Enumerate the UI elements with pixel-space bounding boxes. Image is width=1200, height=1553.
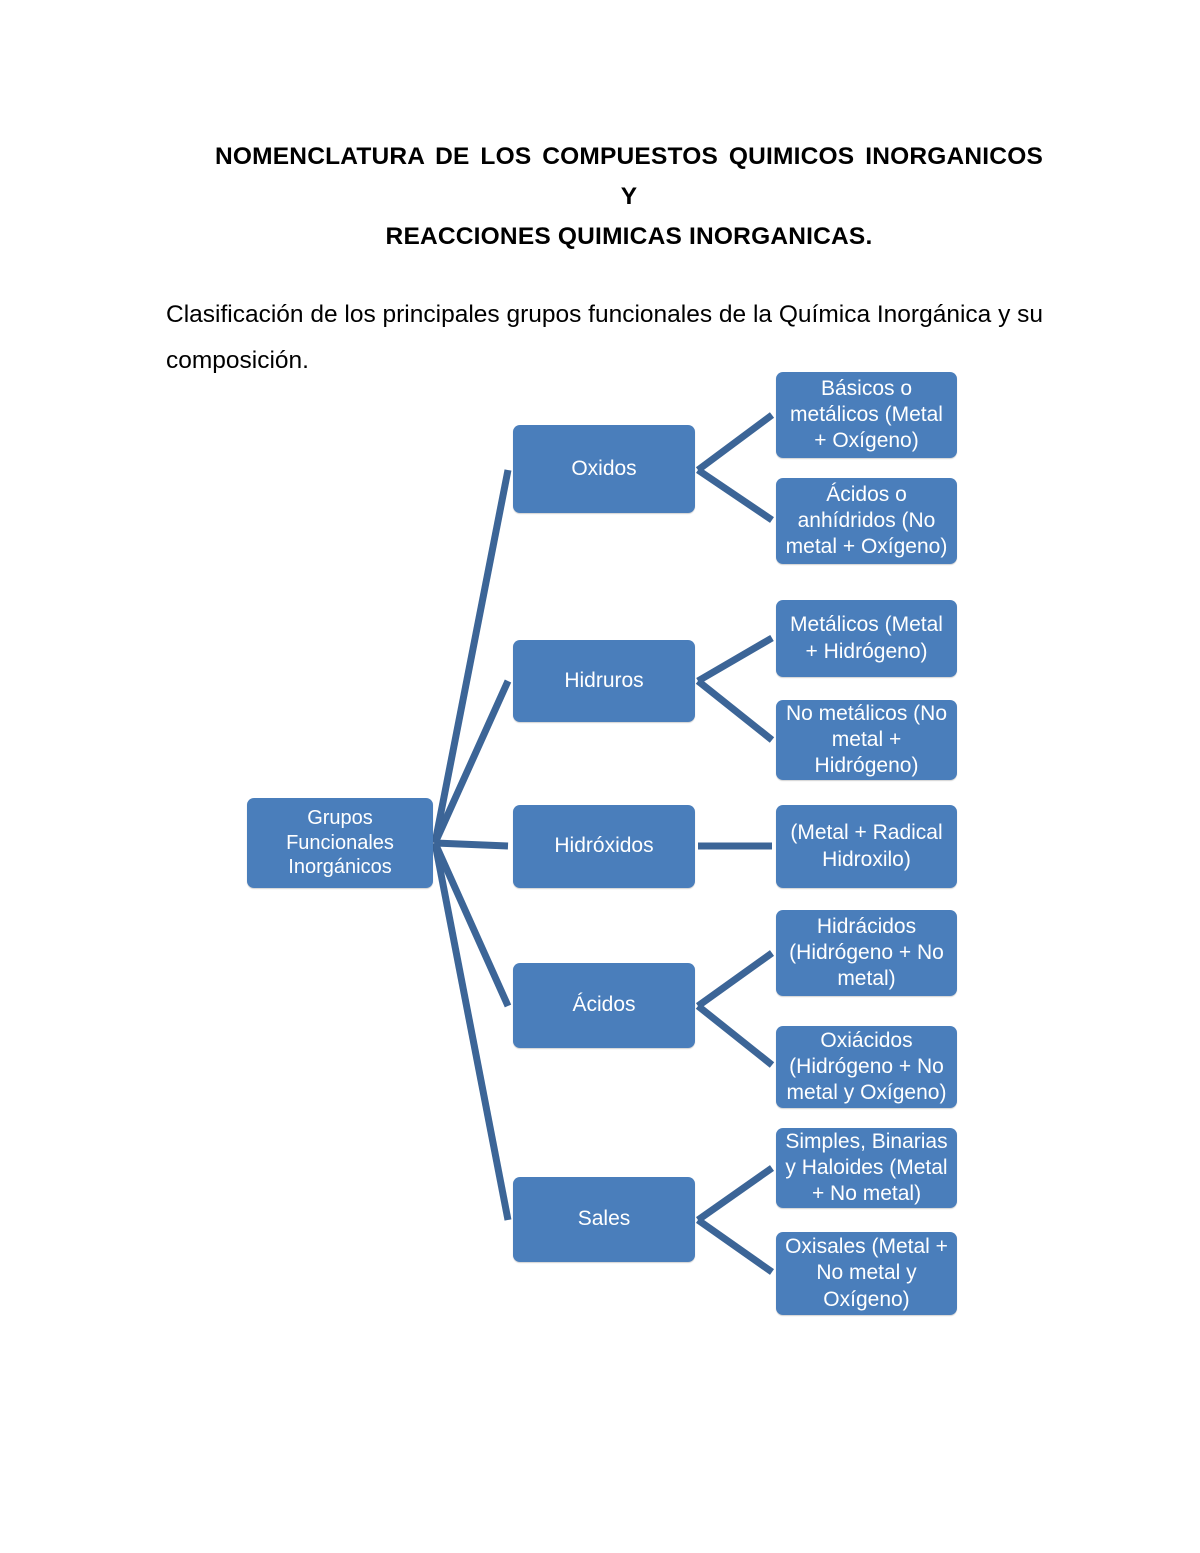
- connector-hidruros-to-nometalicos: [695, 678, 775, 743]
- node-hidruros-metalicos[interactable]: Metálicos (Metal + Hidrógeno): [776, 600, 957, 677]
- connector-sales-to-simples: [695, 1165, 775, 1223]
- connector-root-to-oxidos: [431, 469, 512, 844]
- node-sales-simples-binarias-haloides[interactable]: Simples, Binarias y Haloides (Metal + No…: [776, 1128, 957, 1208]
- node-hidroxidos-metal-radical-hidroxilo[interactable]: (Metal + Radical Hidroxilo): [776, 805, 957, 888]
- node-acidos-oxiacidos[interactable]: Oxiácidos (Hidrógeno + No metal y Oxígen…: [776, 1026, 957, 1108]
- node-label: Ácidos: [572, 993, 636, 1017]
- node-label: Oxiácidos (Hidrógeno + No metal y Oxígen…: [786, 1028, 947, 1105]
- node-label: Grupos Funcionales Inorgánicos: [286, 806, 394, 879]
- node-label: Hidróxidos: [554, 834, 654, 858]
- node-label: Básicos o metálicos (Metal + Oxígeno): [790, 376, 943, 453]
- node-hidroxidos[interactable]: Hidróxidos: [513, 805, 695, 888]
- connector-sales-to-oxisales: [695, 1217, 775, 1275]
- node-label: Oxidos: [571, 456, 637, 480]
- connector-oxidos-to-acidos: [696, 467, 774, 523]
- node-oxidos-acidos-anhidridos[interactable]: Ácidos o anhídridos (No metal + Oxígeno): [776, 478, 957, 564]
- node-label: (Metal + Radical Hidroxilo): [790, 821, 943, 871]
- page-title-line-2: REACCIONES QUIMICAS INORGANICAS.: [385, 223, 873, 250]
- connector-hidruros-to-metalicos: [696, 634, 774, 685]
- intro-paragraph: Clasificación de los principales grupos …: [166, 301, 1044, 374]
- connector-root-to-acidos: [431, 841, 512, 1008]
- node-grupos-funcionales-inorganicos[interactable]: Grupos Funcionales Inorgánicos: [247, 798, 433, 888]
- node-sales[interactable]: Sales: [513, 1177, 695, 1262]
- node-hidruros[interactable]: Hidruros: [513, 640, 695, 722]
- connector-acidos-to-hidracidos: [695, 950, 775, 1009]
- node-label: Ácidos o anhídridos (No metal + Oxígeno): [785, 482, 948, 559]
- node-label: Sales: [577, 1207, 631, 1231]
- node-acidos[interactable]: Ácidos: [513, 963, 695, 1048]
- node-sales-oxisales[interactable]: Oxisales (Metal + No metal y Oxígeno): [776, 1232, 957, 1315]
- page-title-line-1: NOMENCLATURA DE LOS COMPUESTOS QUIMICOS …: [215, 143, 1043, 210]
- connector-acidos-to-oxiacidos: [695, 1003, 775, 1068]
- connector-root-to-hidruros: [431, 679, 512, 845]
- node-label: Simples, Binarias y Haloides (Metal + No…: [785, 1129, 948, 1206]
- node-label: No metálicos (No metal + Hidrógeno): [785, 701, 948, 778]
- connector-oxidos-to-basicos: [695, 412, 775, 473]
- connector-root-to-sales: [431, 842, 512, 1221]
- node-oxidos-basicos-metalicos[interactable]: Básicos o metálicos (Metal + Oxígeno): [776, 372, 957, 458]
- node-label: Hidrácidos (Hidrógeno + No metal): [789, 914, 944, 991]
- node-label: Hidruros: [564, 668, 644, 692]
- node-oxidos[interactable]: Oxidos: [513, 425, 695, 513]
- node-label: Oxisales (Metal + No metal y Oxígeno): [785, 1235, 948, 1311]
- node-label: Metálicos (Metal + Hidrógeno): [790, 613, 943, 663]
- node-acidos-hidracidos[interactable]: Hidrácidos (Hidrógeno + No metal): [776, 910, 957, 996]
- node-hidruros-no-metalicos[interactable]: No metálicos (No metal + Hidrógeno): [776, 700, 957, 780]
- connector-root-to-hidroxidos: [434, 839, 509, 850]
- page-title: NOMENCLATURA DE LOS COMPUESTOS QUIMICOS …: [215, 137, 1043, 257]
